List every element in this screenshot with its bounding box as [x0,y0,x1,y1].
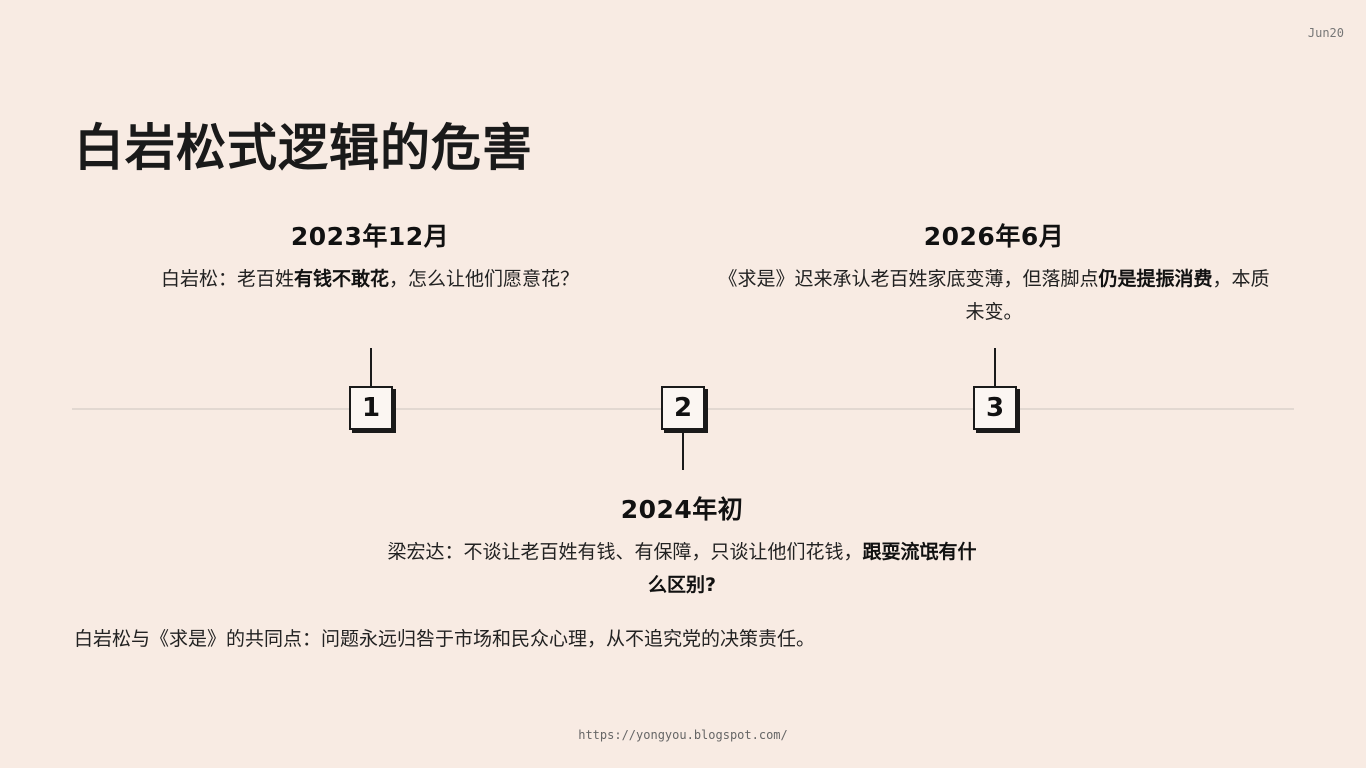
event-description: 白岩松：老百姓有钱不敢花，怎么让他们愿意花？ [120,263,620,296]
summary-text: 白岩松与《求是》的共同点：问题永远归咎于市场和民众心理，从不追究党的决策责任。 [74,628,816,650]
event-date: 2024年初 [620,495,744,524]
event-text-plain: 梁宏达：不谈让老百姓有钱、有保障，只谈让他们花钱， [387,541,863,563]
event-description: 《求是》迟来承认老百姓家底变薄，但落脚点仍是提振消费，本质未变。 [714,263,1274,329]
event-text-plain: ，怎么让他们愿意花？ [389,268,580,290]
event-date: 2023年12月 [290,222,450,251]
footer-url: https://yongyou.blogspot.com/ [578,728,788,742]
timeline-event-1: 2023年12月 白岩松：老百姓有钱不敢花，怎么让他们愿意花？ [120,217,620,296]
event-text-bold: 有钱不敢花 [293,268,389,290]
date-tag: Jun20 [1307,26,1344,40]
event-text-plain: 白岩松：老百姓 [160,268,294,290]
event-description: 梁宏达：不谈让老百姓有钱、有保障，只谈让他们花钱，跟耍流氓有什么区别? [382,536,982,602]
event-text-bold: 跟耍流氓有什么区别? [647,541,977,596]
timeline-marker-1: 1 [349,386,393,430]
timeline-event-3: 2026年6月 《求是》迟来承认老百姓家底变薄，但落脚点仍是提振消费，本质未变。 [714,217,1274,329]
timeline-marker-2: 2 [661,386,705,430]
connector-line-3 [994,348,996,388]
event-date: 2026年6月 [923,222,1065,251]
event-text-plain: 《求是》迟来承认老百姓家底变薄，但落脚点 [718,268,1099,290]
page-title: 白岩松式逻辑的危害 [74,119,533,177]
connector-line-1 [370,348,372,388]
timeline-marker-3: 3 [973,386,1017,430]
event-text-bold: 仍是提振消费 [1098,268,1213,290]
timeline-event-2: 2024年初 梁宏达：不谈让老百姓有钱、有保障，只谈让他们花钱，跟耍流氓有什么区… [382,490,982,602]
event-text-plain: ，本质未变。 [965,268,1270,323]
connector-line-2 [682,430,684,470]
